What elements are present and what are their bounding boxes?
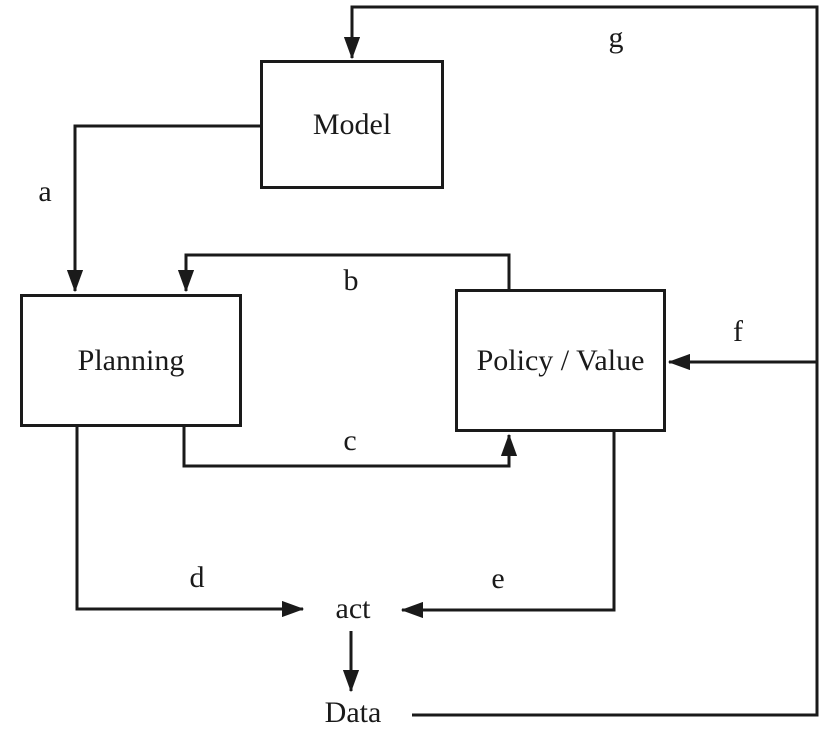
edge-e-arrow (400, 432, 616, 619)
node-policy-value: Policy / Value (455, 289, 666, 432)
node-model-label: Model (312, 107, 392, 141)
node-planning: Planning (20, 294, 242, 427)
edge-a-label: a (38, 175, 52, 208)
edge-d-label: d (189, 561, 205, 594)
edge-c-label: c (343, 424, 357, 457)
edge-b-arrow (177, 253, 511, 293)
edge-d-arrow (75, 427, 305, 618)
node-planning-label: Planning (77, 343, 185, 377)
node-act: act (335, 592, 371, 625)
edge-g-label: g (608, 21, 624, 54)
edge-f-label: f (733, 315, 743, 348)
node-model: Model (260, 60, 444, 189)
node-data: Data (324, 696, 382, 729)
edge-c-arrow (182, 427, 518, 468)
edge-b-label: b (343, 264, 359, 297)
edge-g-arrow (343, 5, 819, 717)
edge-a-arrow (66, 124, 261, 293)
node-policy-value-label: Policy / Value (476, 343, 645, 377)
edge-e-label: e (491, 562, 505, 595)
